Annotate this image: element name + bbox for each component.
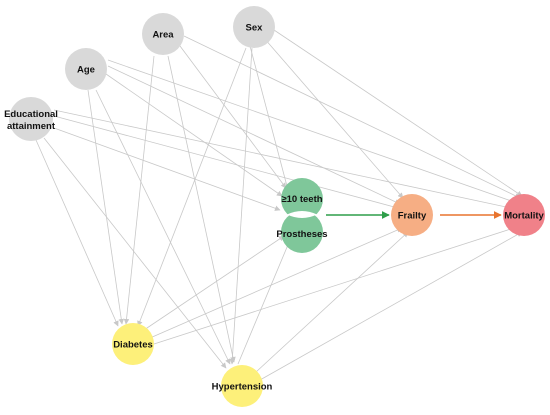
edge-education-prostheses (53, 127, 281, 211)
prostheses-circle (281, 211, 323, 253)
edges-group (35, 29, 523, 381)
edge-hypertension-prostheses (237, 239, 291, 365)
teeth-label: ≥10 teeth (281, 194, 322, 205)
education-label-line2: attainment (7, 121, 56, 132)
education-circle (9, 97, 53, 141)
teeth-circle (281, 178, 323, 220)
edge-age-frailty (107, 65, 401, 205)
node-educational-attainment: Educational attainment (4, 97, 58, 141)
edge-age-prostheses (105, 73, 283, 197)
node-frailty: Frailty (391, 194, 433, 236)
sex-label: Sex (246, 23, 264, 34)
age-label: Age (77, 65, 95, 76)
node-oral-health: ≥10 teeth Prostheses (276, 178, 328, 253)
edge-education-frailty (53, 115, 399, 210)
sex-circle (233, 6, 275, 48)
education-label-line1: Educational (4, 109, 58, 120)
mortality-label: Mortality (504, 211, 544, 222)
edge-area-mortality (183, 35, 521, 199)
edge-diabetes-prostheses (143, 235, 285, 331)
edge-area-hypertension (167, 55, 236, 363)
age-circle (65, 48, 107, 90)
edge-diabetes-mortality (153, 224, 521, 345)
frailty-circle (391, 194, 433, 236)
edge-education-diabetes (35, 139, 119, 327)
mortality-circle (503, 194, 545, 236)
hypertension-circle (221, 365, 263, 407)
node-sex: Sex (233, 6, 275, 48)
edge-sex-frailty (263, 37, 404, 199)
diabetes-label: Diabetes (113, 340, 153, 351)
oral-health-gap (287, 211, 317, 218)
diabetes-circle (112, 323, 154, 365)
edge-education-mortality (53, 109, 521, 212)
edge-age-mortality (107, 59, 521, 205)
edge-sex-mortality (273, 29, 523, 197)
node-area: Area (142, 13, 184, 55)
edge-hypertension-frailty (255, 231, 409, 373)
node-age: Age (65, 48, 107, 90)
node-mortality: Mortality (503, 194, 545, 236)
edge-diabetes-frailty (149, 227, 403, 339)
prostheses-label: Prostheses (276, 229, 327, 240)
edge-age-hypertension (95, 89, 231, 365)
frailty-label: Frailty (398, 211, 427, 222)
edge-age-diabetes (87, 89, 125, 325)
edge-hypertension-mortality (259, 231, 523, 381)
area-circle (142, 13, 184, 55)
edge-sex-prostheses (249, 45, 290, 191)
node-hypertension: Hypertension (212, 365, 273, 407)
node-diabetes: Diabetes (112, 323, 154, 365)
area-label: Area (152, 30, 174, 41)
edge-sex-hypertension (229, 47, 253, 365)
edge-education-hypertension (43, 137, 227, 369)
hypertension-label: Hypertension (212, 382, 273, 393)
edge-area-diabetes (123, 55, 155, 325)
edge-area-prostheses (179, 45, 287, 189)
